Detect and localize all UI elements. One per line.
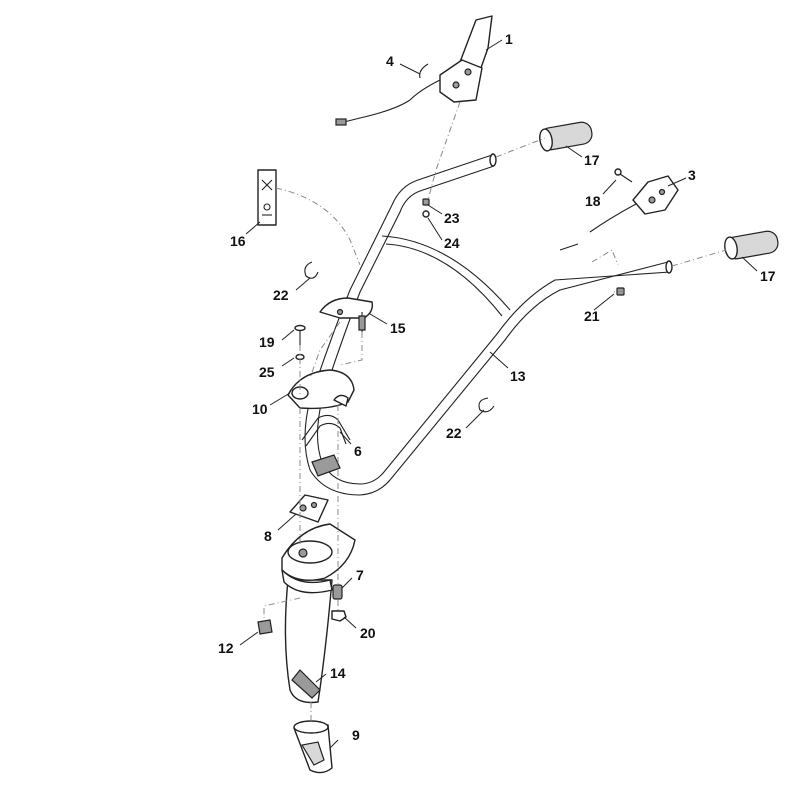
callout-3: 3 <box>688 167 696 183</box>
callout-17-lower: 17 <box>760 268 776 284</box>
callout-12: 12 <box>218 640 234 656</box>
callout-4: 4 <box>386 53 394 69</box>
sticker-16 <box>257 169 277 226</box>
callout-22-upper: 22 <box>273 287 289 303</box>
callout-8: 8 <box>264 528 272 544</box>
callout-6: 6 <box>354 443 362 459</box>
clip-22-lower <box>478 397 495 413</box>
screw-19 <box>294 324 306 345</box>
callout-21: 21 <box>584 308 600 324</box>
top-cover <box>287 369 355 410</box>
grip-17-lower <box>724 230 779 260</box>
handlebar-frame <box>304 153 673 496</box>
callout-14: 14 <box>330 665 346 681</box>
callout-16: 16 <box>230 233 246 249</box>
callout-19: 19 <box>259 334 275 350</box>
callout-7: 7 <box>356 567 364 583</box>
callout-15: 15 <box>390 320 406 336</box>
clip-22-upper <box>304 261 319 279</box>
callout-20: 20 <box>360 625 376 641</box>
callout-9: 9 <box>352 727 360 743</box>
spring <box>301 414 351 447</box>
cable-4 <box>335 63 441 126</box>
grip-17-upper <box>539 121 593 152</box>
control-3 <box>589 175 679 233</box>
control-lever <box>439 15 493 103</box>
lower-tube <box>284 579 333 704</box>
part-23 <box>422 198 430 206</box>
cap-12 <box>257 619 273 635</box>
callout-25: 25 <box>259 364 275 380</box>
tube-block <box>311 454 341 477</box>
nut-7 <box>332 584 343 600</box>
callout-23: 23 <box>444 210 460 226</box>
screw-18 <box>614 168 633 183</box>
nut-20 <box>331 610 347 622</box>
callout-24: 24 <box>444 235 460 251</box>
callout-22-lower: 22 <box>446 425 462 441</box>
callout-1: 1 <box>505 31 513 47</box>
callouts: 1 3 4 6 7 8 9 10 12 13 14 15 16 17 17 18… <box>218 31 776 743</box>
grip-sleeve <box>293 720 333 774</box>
lever <box>319 297 374 332</box>
callout-13: 13 <box>510 368 526 384</box>
swivel-base <box>281 523 356 594</box>
lock-plate <box>289 494 329 523</box>
leader-lines <box>239 39 758 749</box>
callout-18: 18 <box>585 193 601 209</box>
callout-10: 10 <box>252 401 268 417</box>
part-24 <box>422 210 430 218</box>
callout-17-upper: 17 <box>584 152 600 168</box>
assembly-lines <box>263 101 727 722</box>
